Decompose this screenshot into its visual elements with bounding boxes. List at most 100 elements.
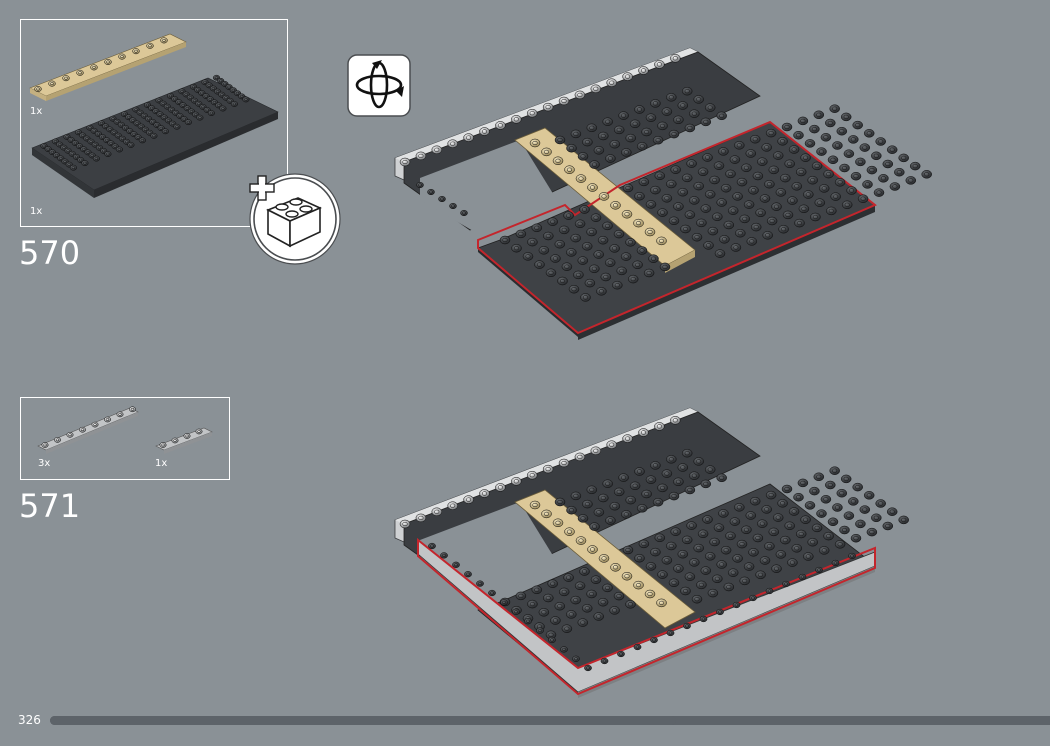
model-dark-stud-rim: [762, 196, 768, 201]
model-dark-stud: [829, 104, 840, 113]
model-dark-stud-rim: [687, 487, 693, 493]
model-dark-stud-rim: [573, 598, 579, 603]
model-dark-stud: [673, 115, 684, 125]
model-dark-stud: [797, 116, 809, 126]
model-dark-stud: [654, 171, 666, 181]
dark-stud: [196, 114, 204, 121]
model-dark-stud: [577, 152, 589, 161]
dark-stud-rim: [220, 93, 224, 97]
model-dark-stud-rim: [593, 577, 599, 582]
model-dark-stud-rim: [814, 525, 820, 530]
model-light-stud-rim: [593, 86, 599, 91]
dark-stud-rim: [200, 91, 204, 95]
dark-stud-rim: [197, 102, 201, 106]
model-light-stud-rim: [672, 418, 678, 423]
model-dark-stud: [784, 159, 795, 169]
model-dark-stud: [534, 260, 545, 269]
model-dark-stud: [632, 260, 643, 270]
model-dark-stud: [748, 548, 759, 557]
model-dark-stud-rim: [748, 513, 754, 518]
model-dark-stud-rim: [759, 159, 765, 164]
model-dark-stud-rim: [768, 493, 774, 498]
model-dark-stud: [836, 488, 848, 498]
light-stud: [183, 433, 191, 439]
model-dark-stud: [704, 465, 716, 474]
model-dark-stud: [804, 139, 816, 148]
model-dark-stud-rim: [880, 176, 886, 181]
model-dark-stud: [668, 216, 680, 226]
model-dark-stud: [718, 509, 729, 518]
model-dark-stud-rim: [596, 614, 602, 619]
dark-plate-part: [31, 74, 279, 198]
model-dark-stud: [574, 581, 586, 591]
model-dark-stud-rim: [655, 500, 661, 505]
model-dark-stud-rim: [616, 594, 622, 599]
model-dark-stud: [757, 157, 768, 166]
dark-stud-rim: [80, 134, 85, 137]
model-dark-stud-rim: [846, 513, 852, 518]
model-dark-stud-rim: [735, 556, 741, 561]
model-light-stud: [590, 84, 602, 94]
model-dark-stud-rim: [684, 175, 690, 180]
model-dark-stud-rim: [828, 208, 834, 213]
dark-stud-rim: [99, 121, 104, 125]
model-light-stud-rim: [656, 424, 662, 429]
model-dark-stud-rim: [733, 245, 739, 250]
model-dark-stud: [563, 211, 574, 220]
model-dark-stud: [636, 246, 648, 255]
model-dark-stud: [729, 517, 741, 526]
model-light-stud: [447, 139, 458, 148]
model-dark-stud-rim: [648, 115, 654, 120]
model-light-stud: [511, 115, 522, 124]
model-dark-stud: [787, 196, 798, 205]
model-dark-stud: [538, 608, 550, 617]
model-dark-stud: [691, 232, 703, 242]
model-dark-stud-rim: [691, 560, 697, 565]
model-tan-stud-rim: [636, 583, 641, 588]
model-dark-stud: [634, 105, 645, 114]
model-light-stud: [399, 157, 411, 167]
model-dark-stud: [700, 204, 712, 213]
dark-stud-rim: [138, 111, 142, 115]
model-dark-stud: [557, 276, 568, 286]
model-dark-stud-rim: [712, 539, 718, 545]
model-dark-stud: [746, 237, 758, 246]
model-dark-stud-rim: [623, 512, 629, 517]
model-light-stud: [622, 72, 633, 81]
model-tan-stud-rim: [659, 238, 664, 243]
model-dark-stud: [650, 461, 661, 470]
model-dark-stud-rim: [901, 517, 907, 522]
model-dark-stud: [673, 564, 684, 573]
model-edge-stud-rim: [502, 600, 506, 604]
model-tan-stud-rim: [624, 574, 630, 579]
model-dark-stud-rim: [832, 106, 838, 111]
model-dark-stud-rim: [680, 103, 686, 108]
dark-stud-rim: [112, 131, 116, 134]
light-stud-rim: [118, 412, 122, 416]
model-tan-stud-rim: [555, 520, 561, 525]
model-dark-stud-rim: [605, 481, 611, 486]
model-dark-stud: [654, 533, 666, 543]
model-edge-stud-rim: [817, 568, 821, 572]
dark-stud-rim: [149, 106, 154, 110]
model-dark-stud: [681, 448, 693, 458]
model-edge-stud-rim: [850, 554, 854, 558]
model-dark-stud-rim: [775, 515, 781, 520]
model-dark-stud-rim: [652, 101, 658, 106]
model-dark-stud-rim: [816, 112, 822, 117]
model-dark-stud: [777, 499, 788, 508]
model-dark-stud: [657, 208, 668, 217]
model-dark-stud-rim: [664, 196, 670, 201]
dark-stud-rim: [189, 110, 194, 113]
dark-stud-rim: [182, 117, 186, 121]
model-dark-stud-rim: [607, 156, 613, 161]
model-dark-stud: [625, 495, 636, 505]
dark-stud-rim: [70, 152, 75, 156]
model-light-stud-rim: [641, 430, 646, 435]
model-dark-stud-rim: [862, 507, 868, 512]
model-dark-stud-rim: [628, 136, 634, 141]
model-dark-stud-rim: [632, 121, 638, 126]
model-dark-stud-rim: [707, 554, 713, 559]
model-light-stud: [447, 501, 458, 510]
model-dark-stud-rim: [703, 481, 709, 486]
